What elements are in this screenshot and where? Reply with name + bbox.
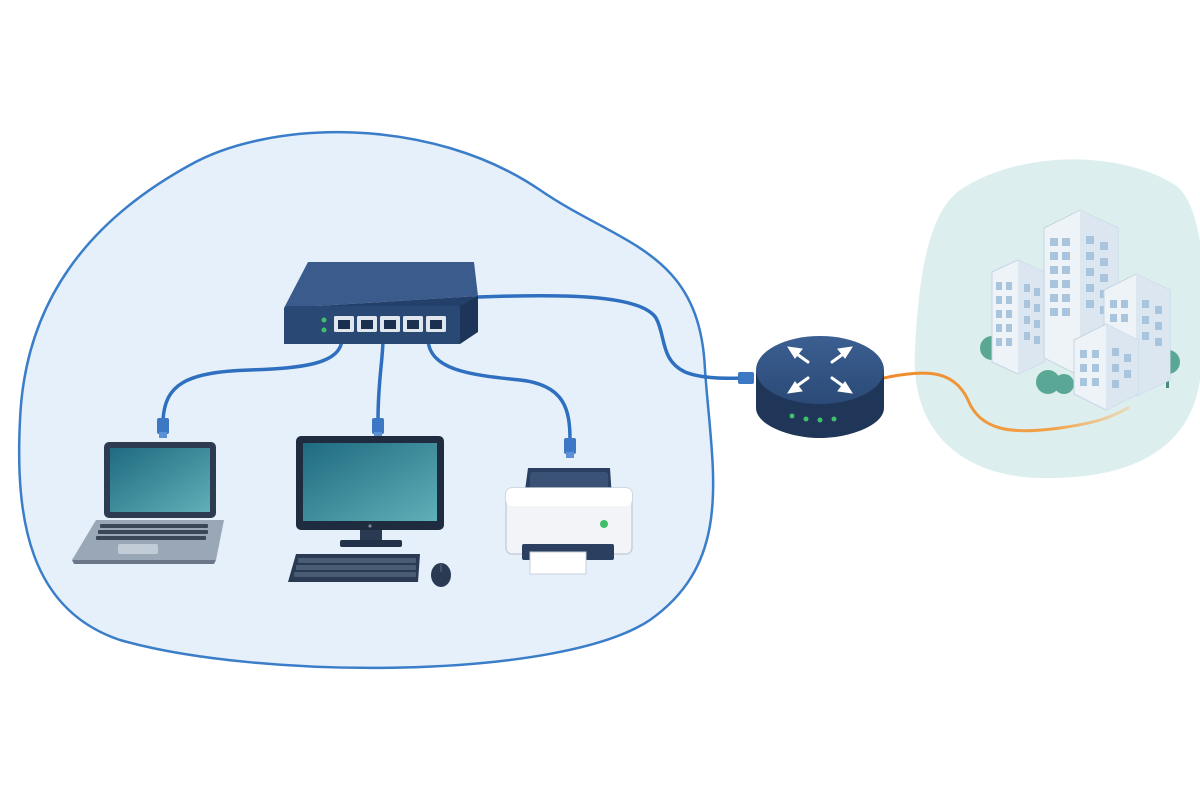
switch-led — [321, 317, 327, 323]
buildings-icon — [980, 209, 1180, 411]
connector-router — [738, 372, 754, 384]
keyboard-icon — [288, 554, 420, 582]
laptop-icon — [72, 442, 224, 564]
cable-switch-printer — [426, 336, 572, 442]
router-icon — [756, 336, 884, 438]
switch-icon — [284, 262, 478, 344]
mouse-icon — [431, 563, 451, 587]
local-network-boundary — [17, 130, 715, 670]
printer-icon — [505, 468, 633, 575]
router-status-leds — [789, 413, 837, 423]
connector-desktop — [372, 418, 384, 434]
connector-printer — [564, 438, 576, 454]
router-arrows-icon — [786, 346, 854, 394]
lan-cables — [161, 293, 747, 442]
desktop-icon — [288, 436, 451, 587]
cable-switch-desktop — [376, 336, 385, 422]
cable-switch-router — [476, 293, 747, 380]
cable-switch-laptop — [161, 336, 344, 422]
wan-link — [882, 371, 1130, 433]
rj45-connectors — [157, 372, 754, 458]
connector-laptop — [157, 418, 169, 434]
